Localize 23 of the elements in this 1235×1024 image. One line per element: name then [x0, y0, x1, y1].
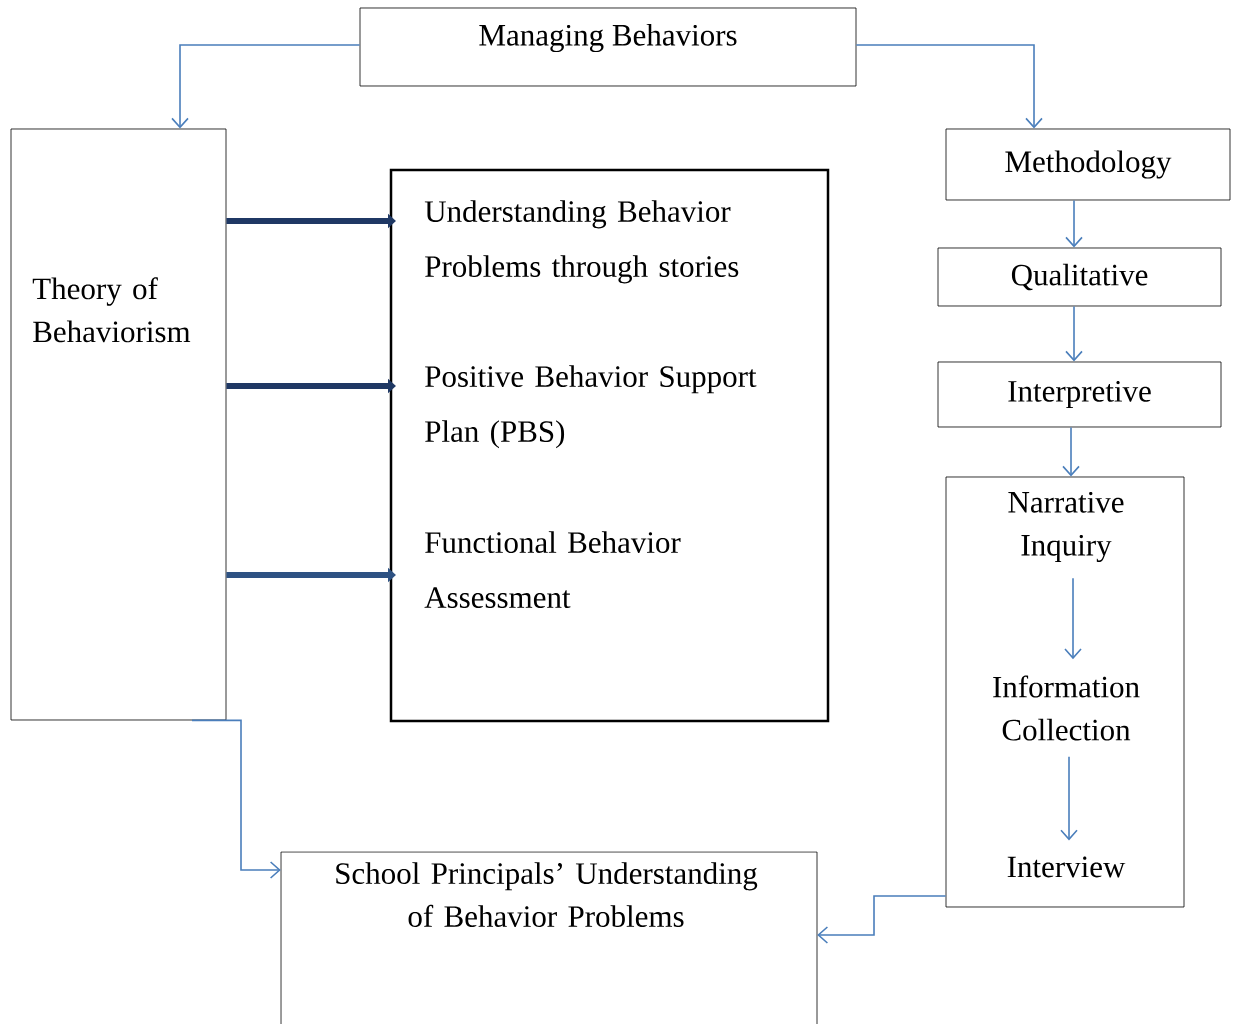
process-box: Interpretive — [937, 361, 1222, 428]
frame-box — [389, 168, 830, 723]
process-box: School Principals’ Understanding of Behavior Problems — [280, 851, 818, 1024]
arrow — [817, 895, 947, 944]
arrow — [1062, 426, 1080, 477]
step-text: Interview — [1007, 856, 1126, 878]
arrow — [171, 44, 361, 129]
arrow — [1065, 199, 1083, 248]
arrow — [855, 44, 1043, 129]
step-text: Information Collection — [993, 675, 1140, 741]
arrow — [191, 719, 281, 879]
process-box: Managing Behaviors — [359, 7, 857, 87]
process-box: Methodology — [945, 128, 1231, 201]
item-text: Understanding Behavior Problems through stories — [424, 200, 739, 284]
process-box: Qualitative — [937, 247, 1222, 307]
item-text: Positive Behavior Support Plan (PBS) — [425, 365, 757, 449]
step-text: Narrative Inquiry — [1008, 491, 1124, 563]
frame-box — [945, 476, 1185, 908]
item-text: Functional Behavior Assessment — [424, 531, 681, 608]
arrow — [1060, 755, 1078, 841]
arrow — [1064, 577, 1082, 660]
arrow — [1065, 305, 1083, 362]
process-box: Theory of Behaviorism — [10, 128, 227, 721]
